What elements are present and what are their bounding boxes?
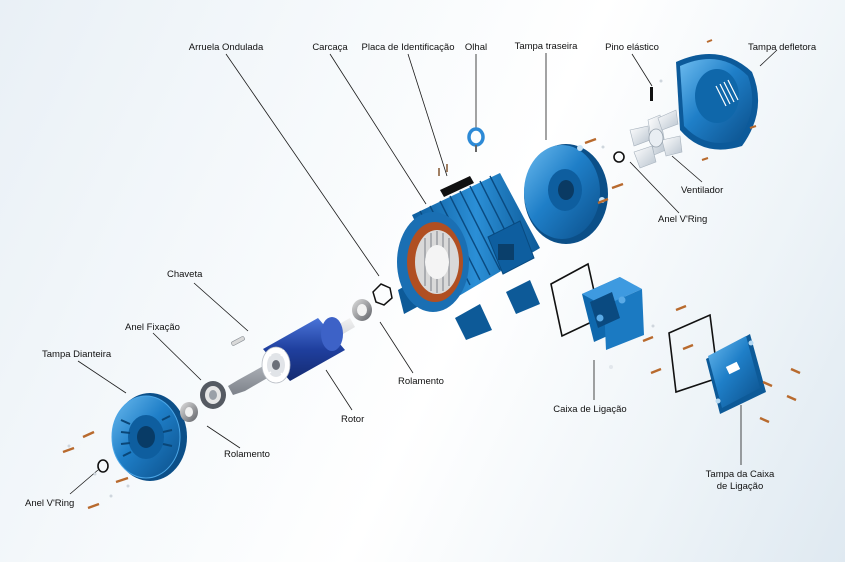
- label-rotor: Rotor: [341, 414, 365, 425]
- frame-part: [397, 173, 540, 340]
- front-bolts: [62, 430, 130, 510]
- fixing-ring-part: [200, 381, 226, 409]
- elastic-pin-part: [650, 87, 653, 101]
- label-pino-elastico: Pino elástico: [605, 42, 659, 53]
- label-tampa-traseira: Tampa traseira: [514, 41, 578, 52]
- rear-end-shield: [524, 144, 608, 244]
- label-anel-fixacao: Anel Fixação: [125, 322, 180, 333]
- fan-cover-screws: [659, 39, 757, 161]
- label-arruela-ondulada: Arruela Ondulada: [188, 42, 264, 53]
- label-caixa-ligacao: Caixa de Ligação: [553, 404, 627, 415]
- label-anel-vring-dianteiro: Anel V'Ring: [25, 498, 75, 509]
- rear-vring-part: [613, 151, 625, 163]
- label-anel-vring-traseiro: Anel V'Ring: [658, 214, 708, 225]
- eyebolt-part: [467, 127, 485, 152]
- terminal-box-part: [550, 262, 644, 350]
- terminal-box-cover-part: [668, 313, 766, 414]
- fan-part: [629, 109, 683, 169]
- rotor-part: [228, 317, 355, 395]
- label-ventilador: Ventilador: [681, 185, 724, 196]
- label-placa-identificacao: Placa de Identificação: [361, 42, 455, 53]
- leader-lines: [69, 49, 778, 495]
- front-end-shield: [111, 393, 187, 481]
- wavy-washer-part: [372, 283, 393, 306]
- label-rolamento-traseiro: Rolamento: [398, 376, 444, 387]
- label-carcaca: Carcaça: [312, 42, 348, 53]
- front-vring-part: [97, 459, 109, 473]
- terminal-cover-bolts: [759, 367, 801, 424]
- label-olhal: Olhal: [464, 42, 488, 53]
- label-rolamento-dianteiro: Rolamento: [224, 449, 270, 460]
- label-tampa-dianteira: Tampa Dianteira: [42, 349, 112, 360]
- label-chaveta: Chaveta: [167, 269, 203, 280]
- fan-cover-part: [676, 54, 759, 150]
- label-tampa-defletora: Tampa defletora: [748, 42, 817, 53]
- rear-bearing-part: [352, 299, 372, 321]
- key-part: [231, 336, 245, 346]
- rear-bolts: [584, 137, 624, 205]
- label-tampa-caixa-line2: de Ligação: [716, 481, 764, 492]
- front-bearing-part: [180, 402, 198, 422]
- terminal-box-bolts: [609, 304, 694, 375]
- nameplate-screws: [438, 164, 448, 176]
- label-tampa-caixa-line1: Tampa da Caixa: [705, 469, 775, 480]
